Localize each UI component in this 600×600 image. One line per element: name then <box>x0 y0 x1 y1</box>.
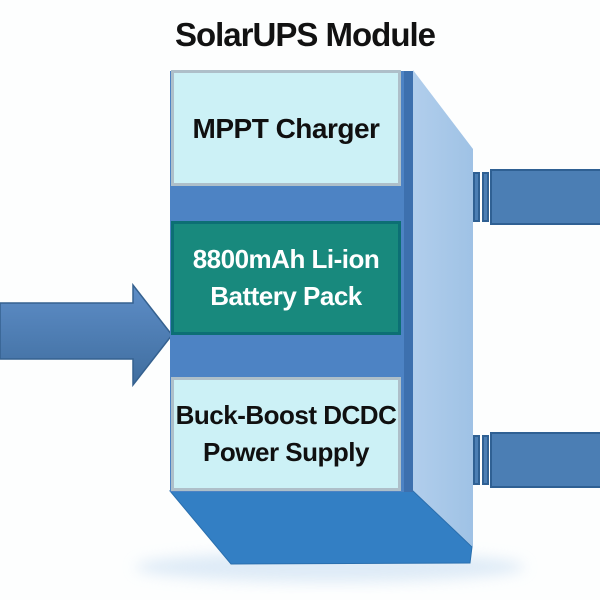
block-mppt-charger: MPPT Charger <box>171 70 401 186</box>
output-connector-top-pin-1 <box>473 172 480 222</box>
block-label-line1: 8800mAh Li-ion <box>192 244 380 274</box>
block-battery-pack: 8800mAh Li-ion Battery Pack <box>171 221 401 335</box>
box-side-face <box>413 70 473 547</box>
block-dcdc-power-supply: Buck-Boost DCDC Power Supply <box>171 377 401 491</box>
output-connector-top-pin-2 <box>482 172 489 222</box>
block-label: MPPT Charger <box>192 112 380 144</box>
block-label-line2: Power Supply <box>203 437 369 467</box>
page-title: SolarUPS Module <box>174 16 436 53</box>
block-label-line1: Buck-Boost DCDC <box>175 400 397 430</box>
input-arrow-icon <box>0 282 173 388</box>
output-connector-bottom-pin-2 <box>482 435 489 485</box>
output-connector-bottom-pin-1 <box>473 435 480 485</box>
output-connector-bottom-cable <box>490 432 600 488</box>
block-label-line2: Battery Pack <box>210 281 362 311</box>
output-connector-top-cable <box>490 169 600 225</box>
